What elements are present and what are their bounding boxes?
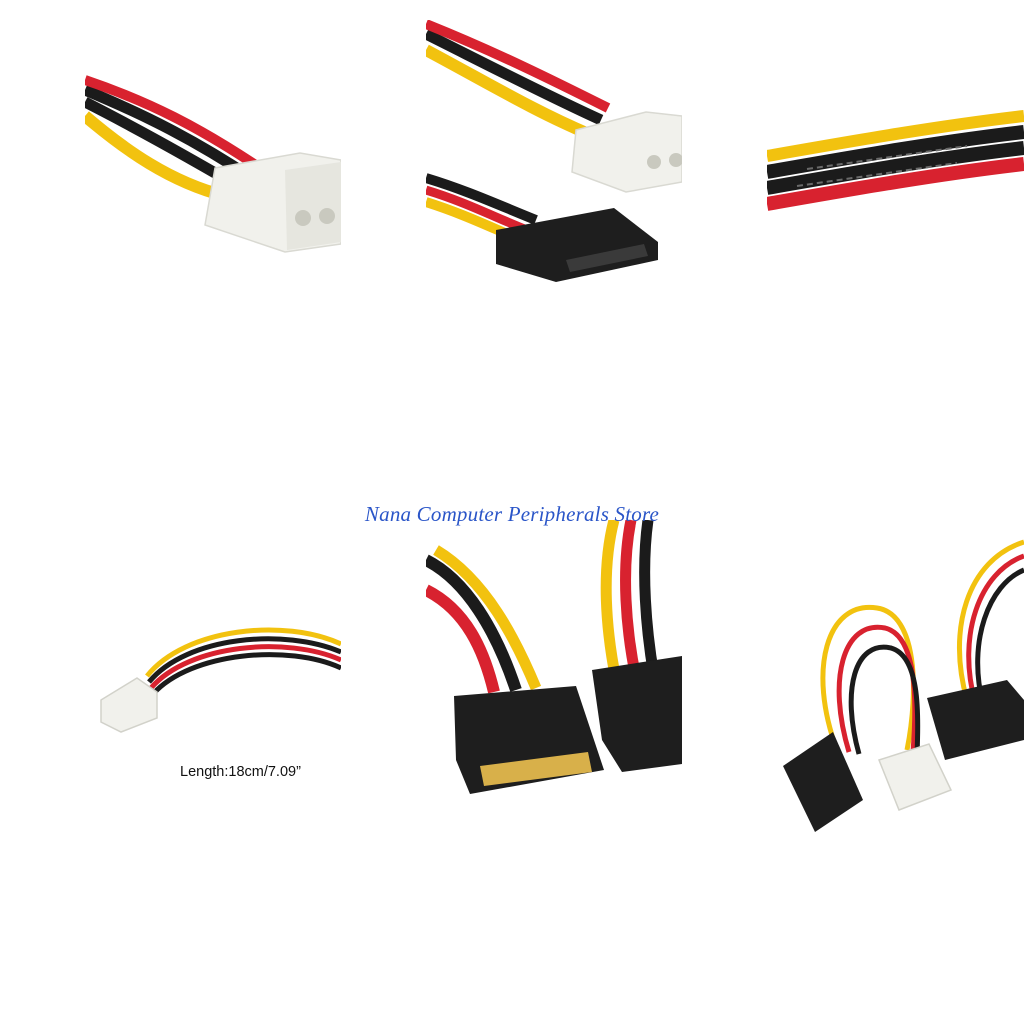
molex-pin-hole [647, 155, 661, 169]
wire-black [767, 141, 1024, 195]
cable-wire-printing-closeup-photo [767, 110, 1024, 211]
sata-connector-body [592, 656, 682, 772]
molex-cable-length [85, 600, 341, 740]
wire-black [639, 520, 660, 677]
molex-pin-hole [669, 153, 682, 167]
wire-red [620, 520, 642, 680]
molex-pin-hole [319, 208, 335, 224]
wire-print-mark [796, 162, 958, 187]
wire-red [426, 584, 500, 694]
wire-black [426, 554, 522, 692]
molex-body [571, 111, 682, 193]
molex-connector-closeup [85, 20, 341, 276]
store-watermark: Nana Computer Peripherals Store [364, 502, 660, 526]
molex-body [878, 743, 953, 811]
wire-yellow [956, 539, 1024, 701]
wire-black [426, 173, 538, 225]
wire-black [426, 29, 604, 126]
wire-red [767, 157, 1024, 211]
sata-connector-slot [566, 244, 648, 272]
molex-pin-hole [295, 210, 311, 226]
sata-connector-body [927, 680, 1024, 760]
wire-yellow [767, 110, 1024, 162]
molex-face [285, 162, 341, 250]
small-connector-body [100, 677, 158, 733]
wire-red [426, 20, 611, 113]
molex-and-sata-connectors-photo [426, 20, 682, 282]
wire-red [85, 75, 260, 171]
wire-black [151, 652, 341, 696]
y-splitter-cable-overview [767, 520, 1024, 840]
cable-wire-printing-closeup [767, 90, 1024, 240]
length-caption: Length:18cm/7.09” [180, 764, 301, 780]
dual-sata-connectors [426, 520, 682, 804]
y-splitter-cable-overview-photo [783, 539, 1024, 832]
wire-yellow [426, 44, 594, 141]
sata-connector-body [783, 732, 863, 832]
wire-yellow [433, 545, 542, 691]
wire-yellow [85, 111, 227, 202]
wire-print-mark [806, 145, 968, 170]
wire-black [147, 636, 341, 684]
wire-yellow [600, 520, 622, 682]
sata-gold-pins [480, 752, 592, 786]
molex-and-sata-connectors [426, 20, 682, 290]
sata-connector-body [496, 208, 658, 282]
wire-black [767, 125, 1024, 179]
molex-cable-length-photo [100, 627, 341, 733]
wire-black [975, 567, 1024, 705]
dual-sata-connectors-photo [426, 520, 682, 794]
wire-red [966, 553, 1024, 703]
wire-red [149, 644, 341, 690]
wire-yellow [145, 627, 341, 678]
molex-connector-closeup-photo [85, 75, 341, 253]
wire-black [848, 644, 921, 755]
